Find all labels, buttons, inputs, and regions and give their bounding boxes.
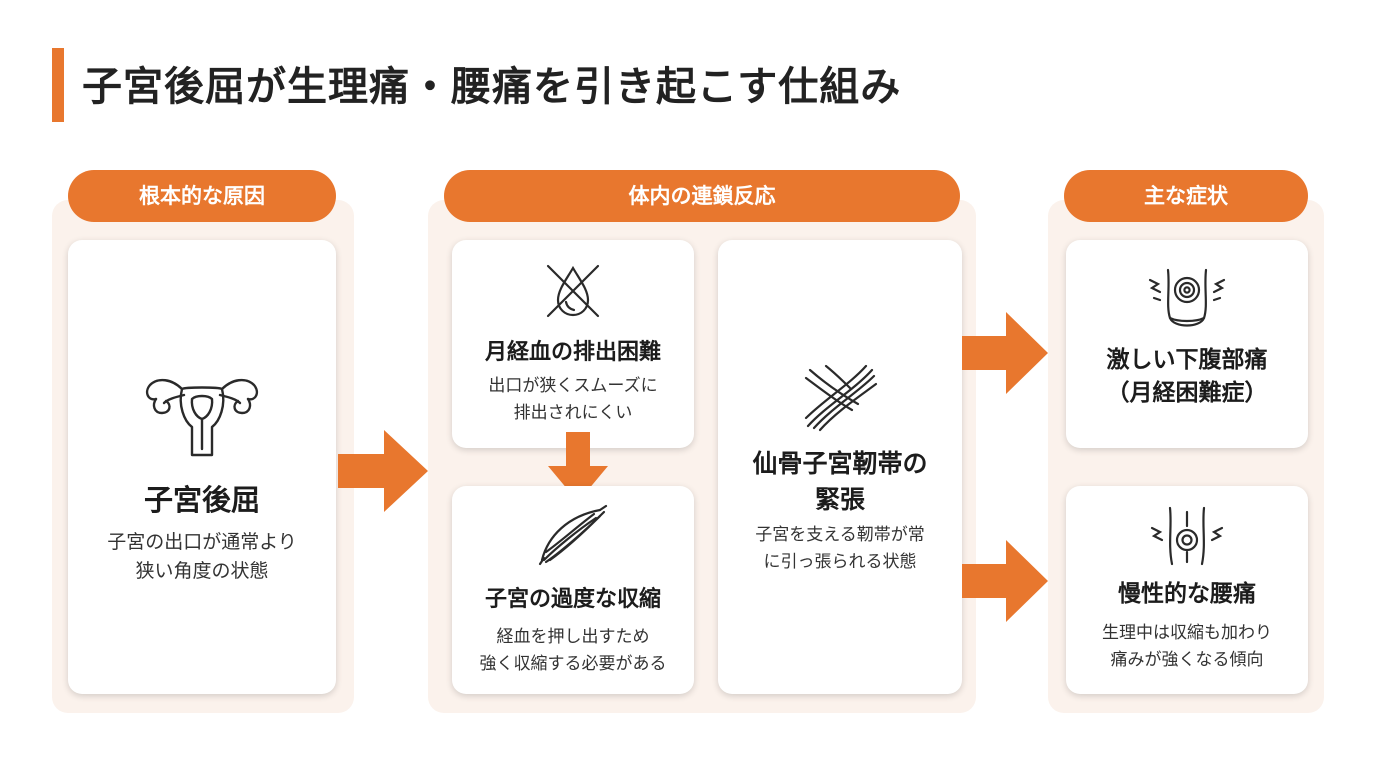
card-title: 激しい下腹部痛 （月経困難症） — [1106, 347, 1268, 406]
card-description: 子宮を支える靭帯が常 に引っ張られる状態 — [755, 525, 925, 572]
card-back-pain: 慢性的な腰痛 生理中は収縮も加わり 痛みが強くなる傾向 — [1066, 486, 1308, 694]
card-description: 子宮の出口が通常より 狭い角度の状態 — [107, 531, 297, 582]
blocked-drop-icon — [540, 258, 606, 324]
card-retroverted-uterus: 子宮後屈 子宮の出口が通常より 狭い角度の状態 — [68, 240, 336, 694]
title-accent-bar — [52, 48, 64, 122]
card-ligament-tension: 仙骨子宮靭帯の 緊張 子宮を支える靭帯が常 に引っ張られる状態 — [718, 240, 962, 694]
card-menstrual-blood: 月経血の排出困難 出口が狭くスムーズに 排出されにくい — [452, 240, 694, 448]
card-title: 子宮後屈 — [143, 483, 260, 517]
ligament-tension-icon — [802, 362, 878, 434]
chain-reaction-label: 体内の連鎖反応 — [444, 170, 960, 222]
card-title: 月経血の排出困難 — [484, 340, 661, 365]
back-pain-icon — [1144, 504, 1230, 570]
card-title: 仙骨子宮靭帯の 緊張 — [752, 449, 928, 514]
card-abdominal-pain: 激しい下腹部痛 （月経困難症） — [1066, 240, 1308, 448]
uterus-icon — [140, 365, 264, 465]
flow-arrow-right — [338, 430, 430, 512]
flow-arrow-right — [962, 540, 1050, 622]
card-title: 慢性的な腰痛 — [1118, 581, 1256, 607]
card-description: 生理中は収縮も加わり 痛みが強くなる傾向 — [1102, 623, 1272, 670]
card-description: 経血を押し出すため 強く収縮する必要がある — [479, 627, 667, 674]
flow-arrow-right — [962, 312, 1050, 394]
root-cause-label: 根本的な原因 — [68, 170, 336, 222]
card-uterine-contraction: 子宮の過度な収縮 経血を押し出すため 強く収縮する必要がある — [452, 486, 694, 694]
card-description: 出口が狭くスムーズに 排出されにくい — [488, 376, 658, 423]
flow-arrow-down — [548, 432, 608, 502]
page-title: 子宮後屈が生理痛・腰痛を引き起こす仕組み — [82, 64, 902, 110]
abdomen-pain-icon — [1144, 262, 1230, 336]
symptoms-label: 主な症状 — [1064, 170, 1308, 222]
card-title: 子宮の過度な収縮 — [484, 587, 661, 612]
muscle-icon — [534, 502, 612, 568]
